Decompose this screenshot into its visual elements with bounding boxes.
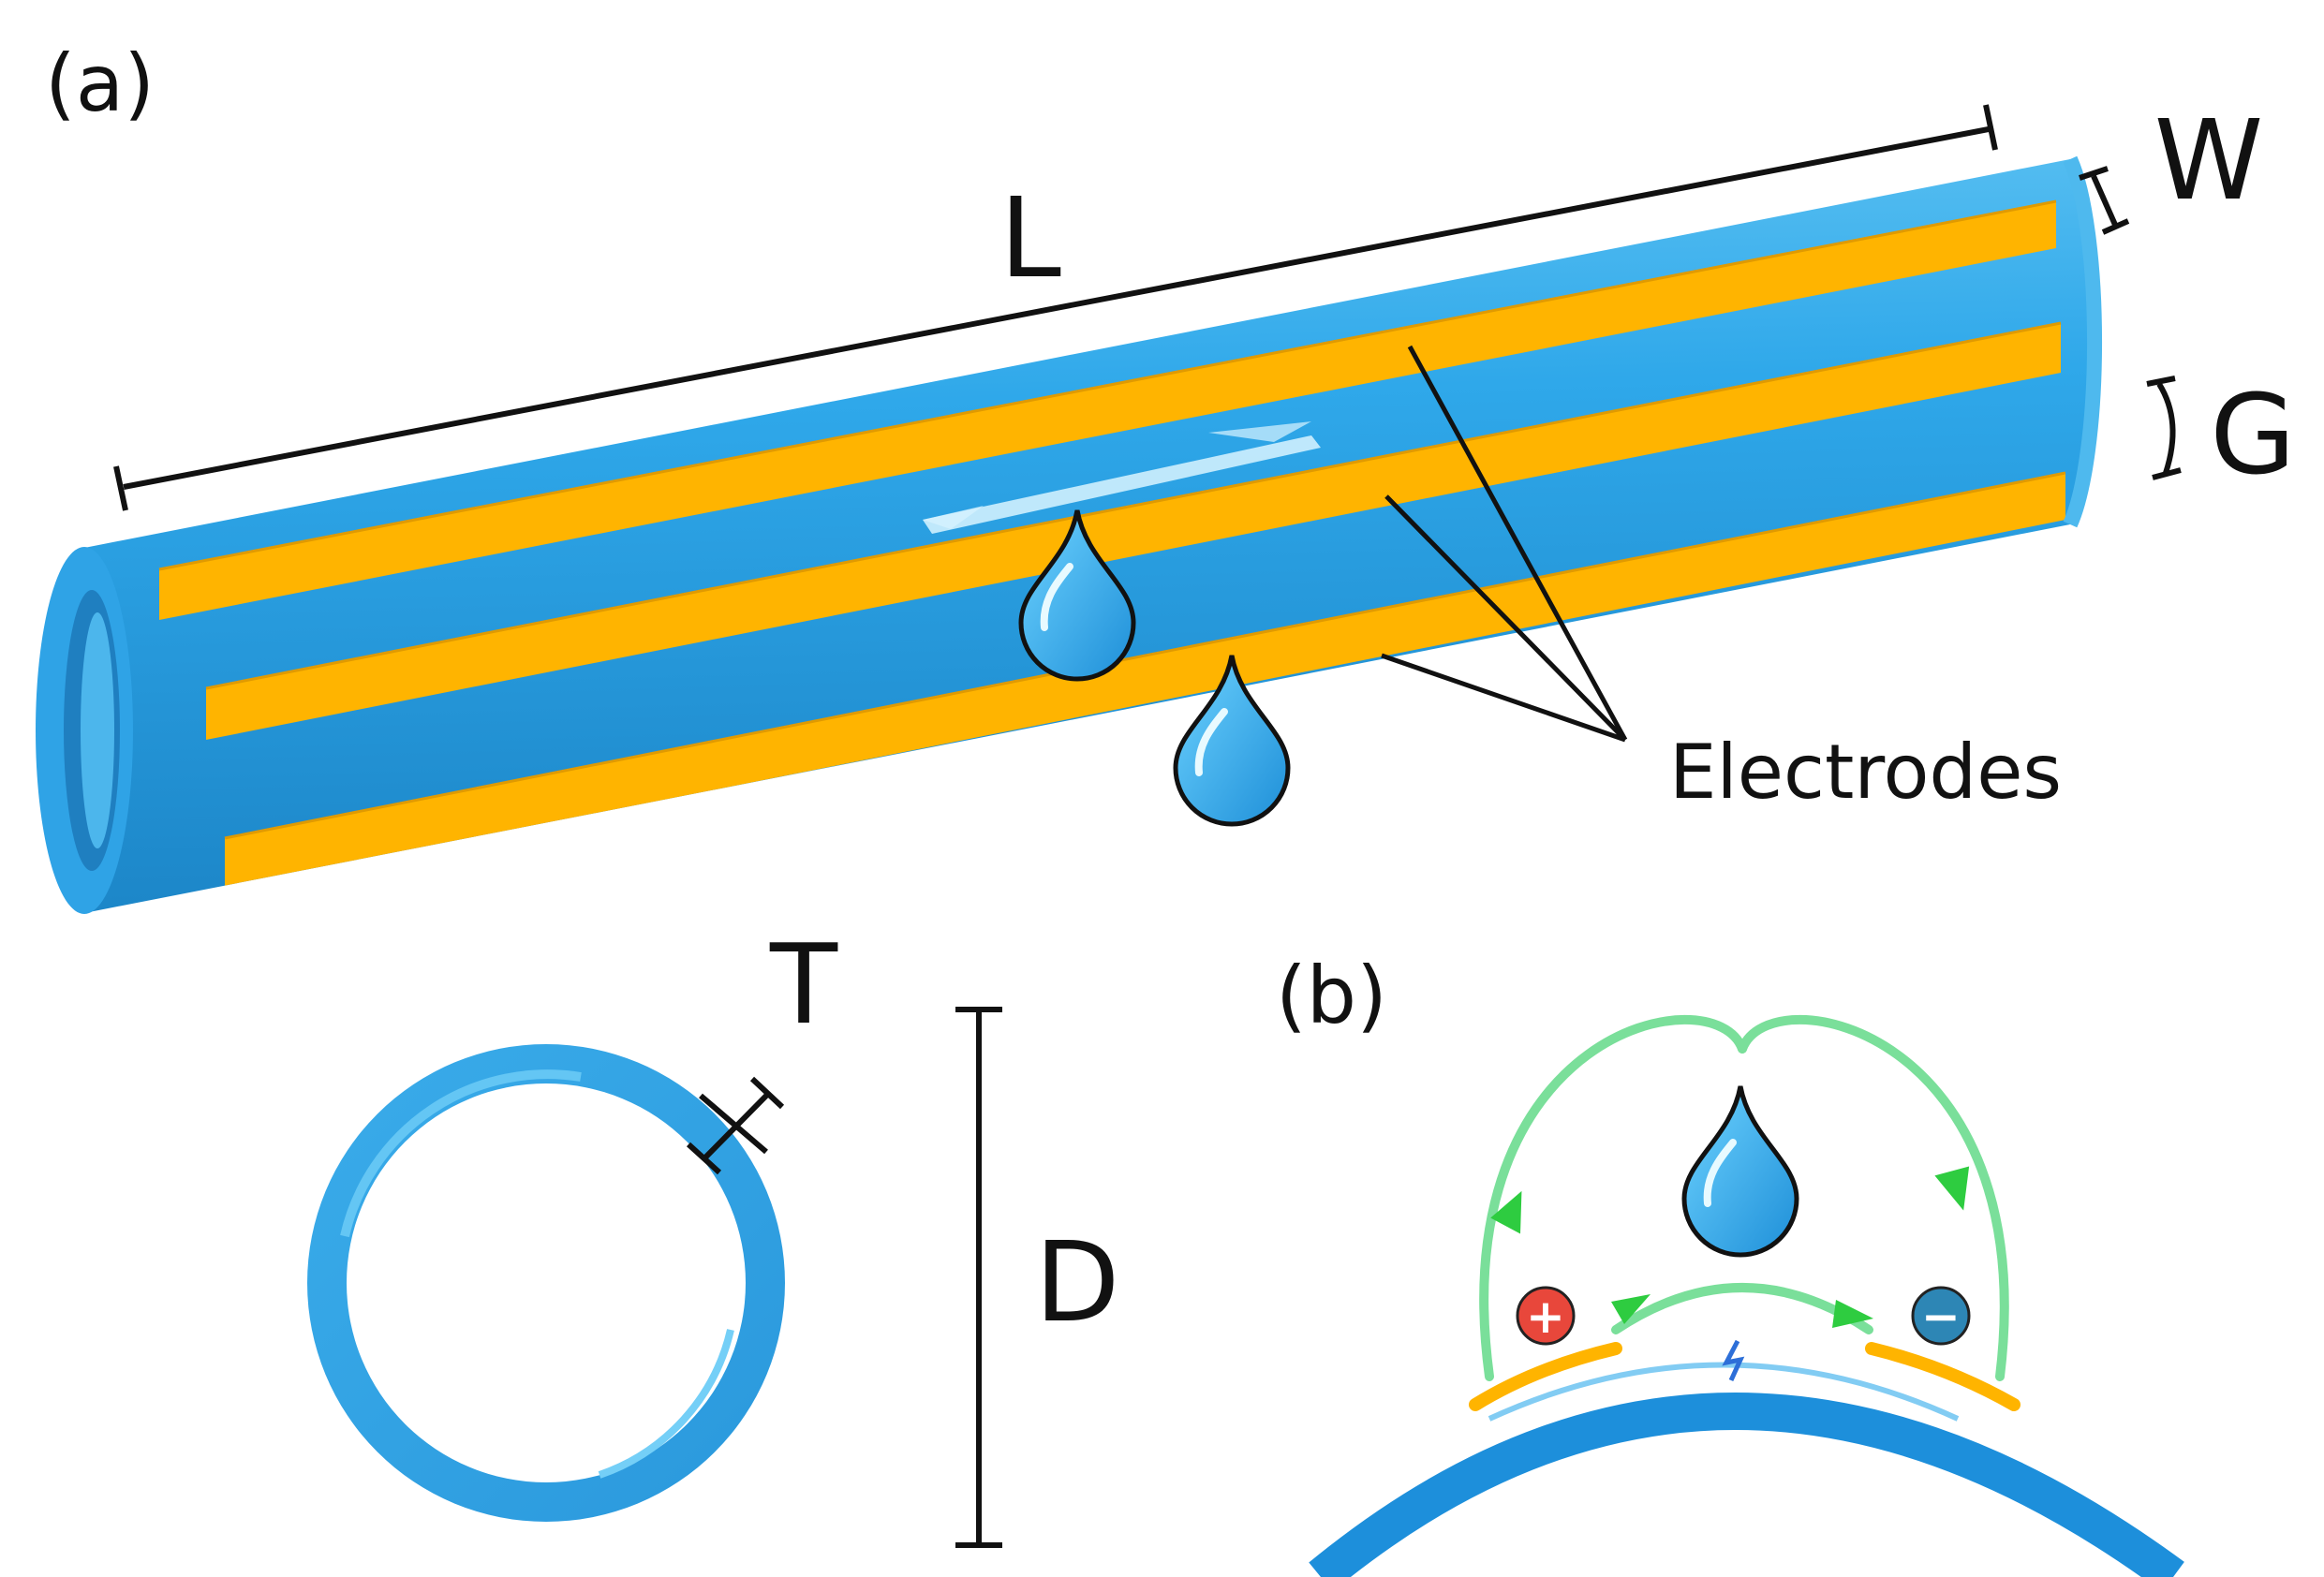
electrode-stripe-2 — [206, 323, 2061, 740]
thickness-label: T — [769, 920, 838, 1049]
thickness-marker — [686, 1076, 785, 1175]
panel-a-label: (a) — [45, 37, 155, 129]
diameter-label: D — [1035, 1217, 1120, 1347]
gap-label: G — [2210, 370, 2295, 499]
tube-highlight — [923, 435, 1321, 534]
field-line-outer — [1479, 1014, 1747, 1381]
electrode-left — [1469, 1342, 1622, 1411]
width-dimension — [2079, 166, 2130, 235]
panel-b-schematic — [1309, 1014, 2184, 1577]
length-label: L — [999, 173, 1061, 302]
gap-dimension — [2146, 376, 2182, 480]
length-dimension — [113, 104, 1998, 511]
positive-charge-icon: + — [1516, 1286, 1576, 1346]
droplet-icon-1 — [1018, 509, 1136, 682]
cross-section-ring — [307, 1044, 785, 1522]
positive-charge-symbol: + — [1526, 1290, 1565, 1344]
droplet-icon-2 — [1173, 655, 1291, 827]
field-line-outer-right — [1738, 1014, 2009, 1381]
diameter-dimension — [955, 1007, 1002, 1548]
field-line-inner — [1611, 1283, 1873, 1334]
electrode-stripe-1 — [159, 201, 2056, 620]
tube-surface-arc — [1309, 1393, 2184, 1577]
thickness-dimension — [699, 1093, 768, 1155]
panel-b-label: (b) — [1276, 950, 1387, 1041]
negative-charge-symbol: − — [1921, 1290, 1961, 1344]
width-label: W — [2154, 96, 2264, 225]
tube-illustration — [36, 155, 2103, 914]
electrodes-label: Electrodes — [1669, 729, 2062, 816]
electrode-right — [1865, 1342, 2021, 1411]
electrodes-pointer-lines — [1381, 345, 1628, 743]
electrode-stripes — [158, 199, 2066, 888]
electrode-stripe-3 — [225, 473, 2065, 888]
droplet-icon-3 — [1681, 1085, 1799, 1258]
negative-charge-icon: − — [1911, 1286, 1971, 1346]
